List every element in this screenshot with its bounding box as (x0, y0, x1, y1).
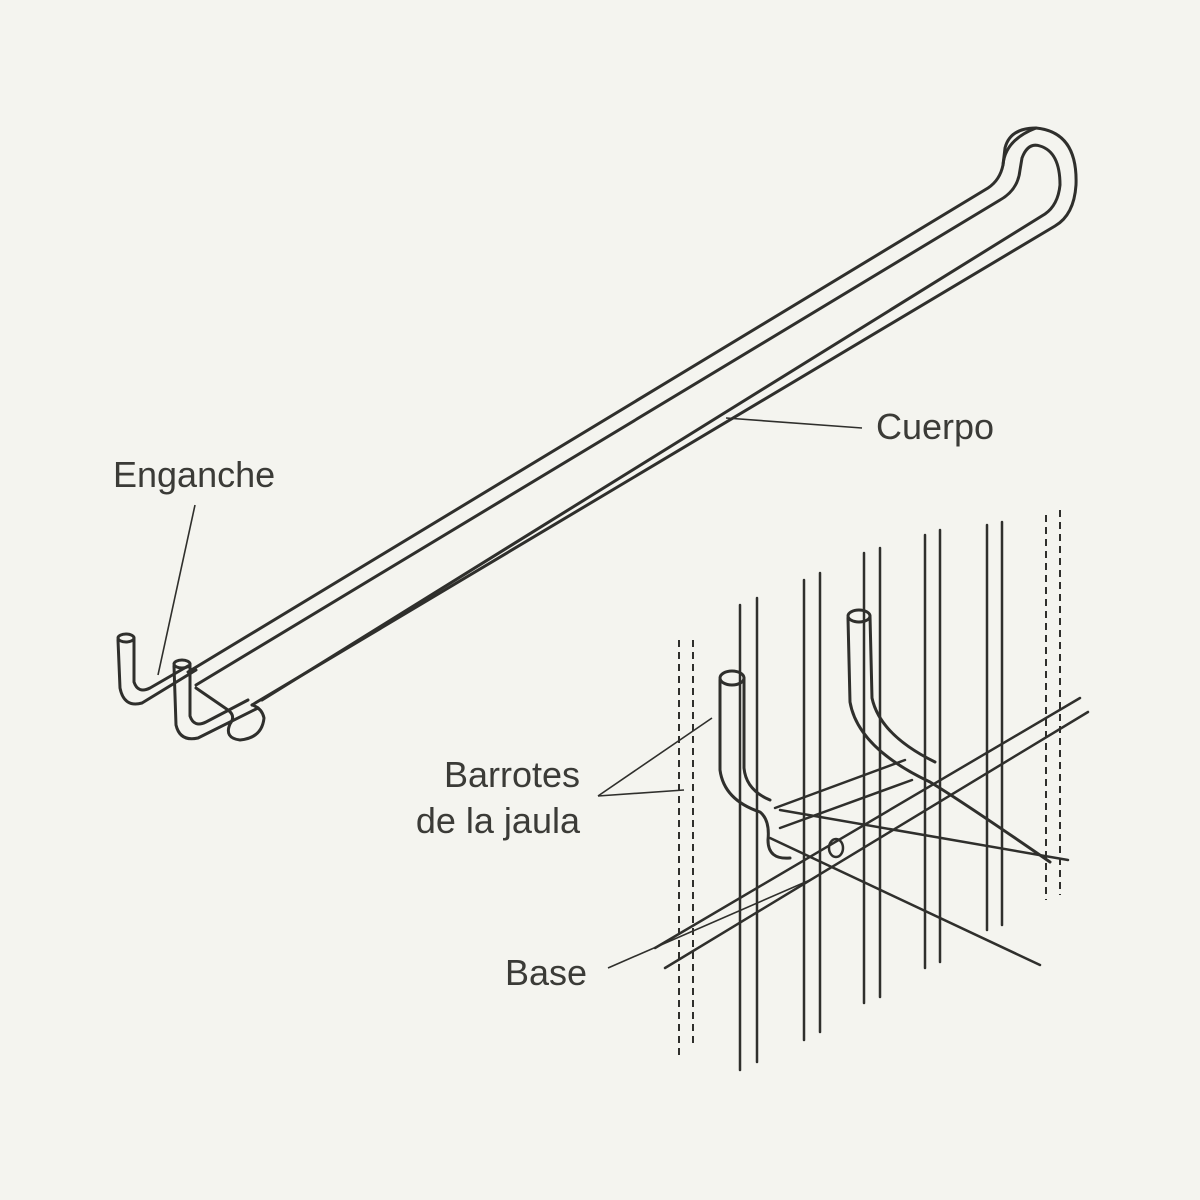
mounted-prong-left-inner (742, 676, 772, 802)
hook-prong-left (116, 638, 198, 706)
leader-enganche (157, 504, 196, 676)
mounted-prong-right (846, 616, 1052, 864)
mounted-prong-right-inner (868, 614, 937, 764)
label-enganche: Enganche (113, 454, 276, 495)
hook-prong-left-inner (132, 636, 190, 692)
hook-prong-right-inner (188, 662, 250, 726)
hook-prong-left-cap (116, 632, 136, 644)
cage-detail-view (653, 510, 1090, 1072)
hook-body-tip (1001, 126, 1038, 167)
base-wire-long-upper (653, 696, 1082, 950)
hook-prong-right-cap (172, 658, 192, 670)
label-base: Base (505, 952, 588, 993)
hook-base-loop (194, 686, 266, 742)
base-wire-long-lower (663, 710, 1090, 970)
mounted-prong-left (718, 678, 792, 860)
mounted-hook-rod-lower (778, 778, 914, 830)
label-barrotes-line1: Barrotes (443, 754, 580, 795)
leader-barrotes-2 (597, 789, 685, 797)
mounted-hook-rod-end (827, 837, 845, 859)
hook-full-view (116, 126, 1078, 742)
hook-prong-right (172, 664, 260, 741)
label-barrotes: Barrotes de la jaula (398, 752, 580, 844)
label-cuerpo: Cuerpo (876, 406, 995, 447)
mounted-prong-left-cap (718, 669, 746, 687)
base-wire-cross-upper (778, 808, 1070, 862)
leader-base (607, 879, 811, 969)
mounted-prong-right-cap (846, 608, 872, 624)
hook-body-inner-wire (194, 143, 1062, 702)
mounted-hook-rod-upper (773, 758, 907, 810)
label-barrotes-line2: de la jaula (415, 800, 580, 841)
base-wire-cross-lower (768, 836, 1042, 967)
leader-barrotes-1 (597, 717, 713, 797)
leader-cuerpo (725, 417, 863, 429)
